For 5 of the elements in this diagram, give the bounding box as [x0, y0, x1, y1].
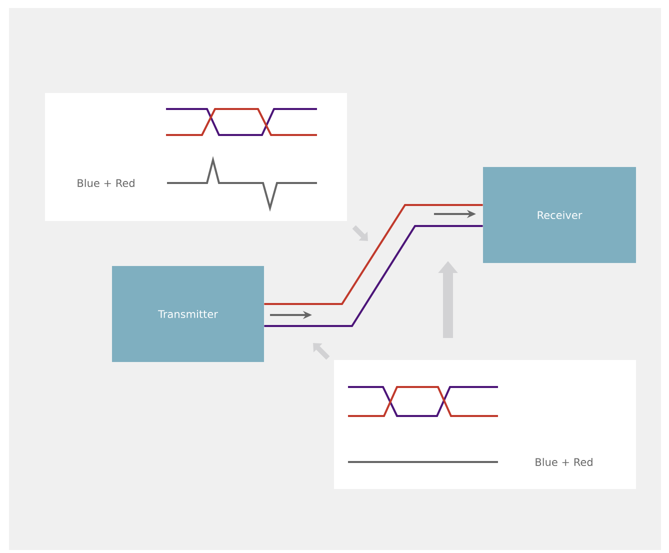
signal-panel: Blue + Red	[45, 93, 347, 221]
process-box: Receiver	[483, 167, 636, 263]
wire	[264, 225, 483, 327]
process-box: Transmitter	[112, 266, 264, 362]
wire	[264, 204, 483, 305]
